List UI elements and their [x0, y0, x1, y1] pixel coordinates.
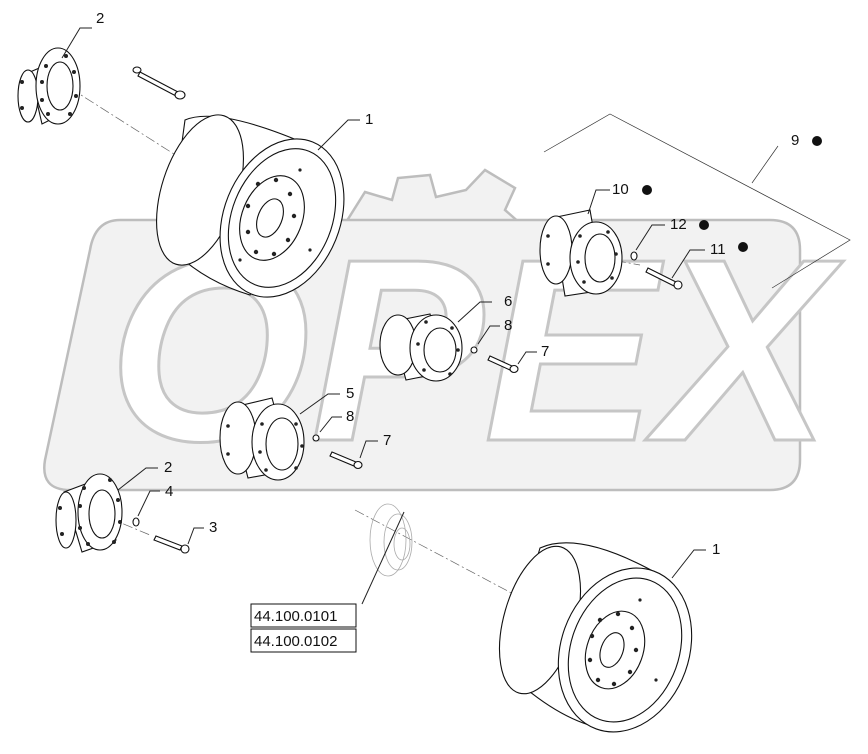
- callout-10: 10: [612, 181, 629, 198]
- callout-9: 9: [791, 132, 799, 149]
- reference-label-0101: 44.100.0101: [254, 608, 337, 625]
- callout-4: 4: [165, 483, 173, 500]
- washer-8-lower[interactable]: [312, 434, 320, 442]
- leader-lines: [61, 27, 706, 605]
- kit-bracket: [543, 113, 851, 289]
- callout-5: 5: [346, 385, 354, 402]
- callout-labels: 2 1 9 10 12 11 6 8 7 5 8 7 2 4 3 1: [96, 10, 822, 558]
- kit-marker-9: [812, 136, 822, 146]
- wheel-spacer-right[interactable]: [539, 209, 623, 297]
- callout-2-top: 2: [96, 10, 104, 27]
- callout-6: 6: [504, 293, 512, 310]
- callout-8-middle: 8: [504, 317, 512, 334]
- bolt-3[interactable]: [153, 535, 190, 554]
- kit-marker-12: [699, 220, 709, 230]
- callout-11: 11: [710, 241, 726, 258]
- washer-4[interactable]: [132, 517, 140, 527]
- reference-link-0101[interactable]: 44.100.0101: [250, 603, 357, 628]
- bolt-11[interactable]: [645, 267, 683, 290]
- callout-12: 12: [670, 216, 687, 233]
- hub-flange-lower[interactable]: [55, 473, 123, 553]
- washer-12[interactable]: [630, 251, 638, 261]
- callout-1-top: 1: [365, 111, 373, 128]
- wheel-rim-bottom[interactable]: [484, 537, 713, 749]
- callout-1-bottom: 1: [712, 541, 720, 558]
- callout-8-lower: 8: [346, 408, 354, 425]
- wheel-rim-top[interactable]: [140, 104, 367, 316]
- bolt-7-middle[interactable]: [487, 355, 519, 374]
- wheel-spacer-middle[interactable]: [379, 313, 463, 382]
- kit-marker-11: [738, 242, 748, 252]
- callout-7-middle: 7: [541, 343, 549, 360]
- reference-label-0102: 44.100.0102: [254, 633, 337, 650]
- bolt-top[interactable]: [132, 66, 186, 100]
- bolt-7-lower[interactable]: [329, 451, 363, 470]
- kit-marker-10: [642, 185, 652, 195]
- wheel-spacer-lower[interactable]: [219, 397, 305, 481]
- reference-link-0102[interactable]: 44.100.0102: [250, 628, 357, 653]
- hub-flange-top[interactable]: [17, 47, 81, 125]
- referenced-disc: [369, 503, 413, 577]
- washer-8-middle[interactable]: [470, 346, 478, 354]
- callout-3: 3: [209, 519, 217, 536]
- callout-2-lower: 2: [164, 459, 172, 476]
- reference-group: 44.100.0101 44.100.0102: [250, 603, 357, 653]
- callout-7-lower: 7: [383, 432, 391, 449]
